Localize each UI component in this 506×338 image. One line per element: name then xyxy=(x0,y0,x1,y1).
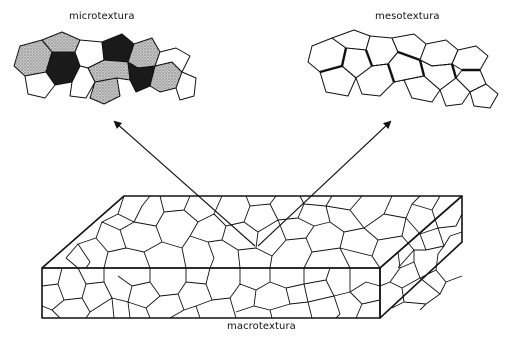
macrotexture-block xyxy=(42,196,462,318)
mesotexture-grain-cluster xyxy=(308,30,498,108)
block-side-face xyxy=(380,196,462,318)
arrow-to-microtexture xyxy=(115,122,255,246)
arrow-to-mesotexture xyxy=(258,122,390,246)
microtexture-grain-cluster xyxy=(14,32,196,104)
front-face-grains xyxy=(42,268,380,318)
top-face-grains xyxy=(66,196,462,268)
side-face-grains xyxy=(380,232,462,310)
